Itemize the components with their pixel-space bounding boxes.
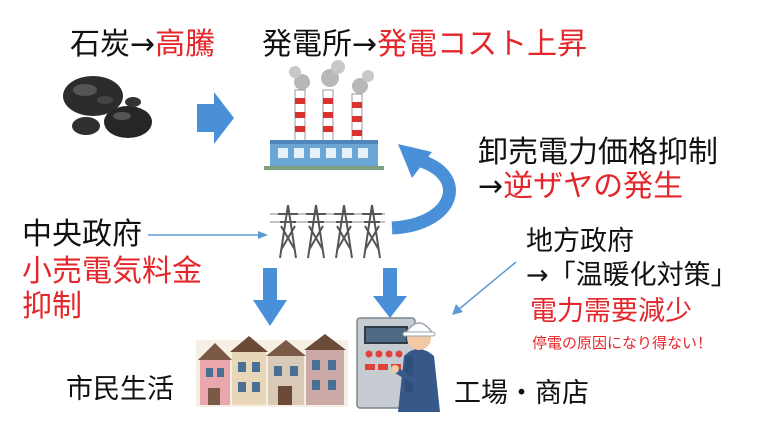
coal-title: 石炭→高騰	[70, 30, 215, 60]
power-transmission-tower-icon	[270, 204, 385, 259]
negative-spread-text: 逆ザヤの発生	[503, 169, 684, 204]
coal-arrow: →	[130, 27, 156, 62]
power-plant-arrow: →	[352, 27, 378, 62]
suppression-text: 抑制	[22, 289, 82, 324]
citizens-label: 市民生活	[66, 374, 174, 405]
wholesale-price-line1: 卸売電力価格抑制	[478, 135, 718, 170]
local-gov-label: 地方政府	[526, 226, 634, 257]
wholesale-return-arrow	[391, 144, 456, 235]
blackout-note: 停電の原因になり得ない！	[532, 334, 713, 352]
townhouses-icon	[196, 334, 348, 407]
power-plant-title: 発電所→発電コスト上昇	[262, 30, 587, 60]
demand-decrease-text: 電力需要減少	[530, 296, 692, 327]
coal-lumps-icon	[63, 76, 152, 138]
power-plant-label: 発電所	[262, 27, 352, 62]
coal-status: 高騰	[155, 27, 216, 62]
grid-to-citizens-arrow	[253, 268, 287, 326]
central-gov-label: 中央政府	[22, 217, 142, 252]
factories-label: 工場・商店	[454, 378, 589, 409]
wholesale-price-line2: →逆ザヤの発生	[478, 172, 683, 202]
wholesale-arrow: →	[478, 169, 504, 204]
coal-to-plant-arrow	[197, 92, 234, 144]
climate-policy-text: →「温暖化対策」	[526, 260, 738, 291]
coal-label: 石炭	[70, 27, 130, 62]
grid-to-factories-arrow	[373, 268, 407, 318]
local-gov-arrow	[452, 261, 517, 315]
central-gov-arrow	[148, 231, 268, 239]
factory-worker-icon	[356, 317, 440, 412]
retail-tariff-text: 小売電気料金	[22, 254, 202, 289]
power-plant-icon	[264, 60, 384, 170]
power-plant-status: 発電コスト上昇	[377, 27, 588, 62]
